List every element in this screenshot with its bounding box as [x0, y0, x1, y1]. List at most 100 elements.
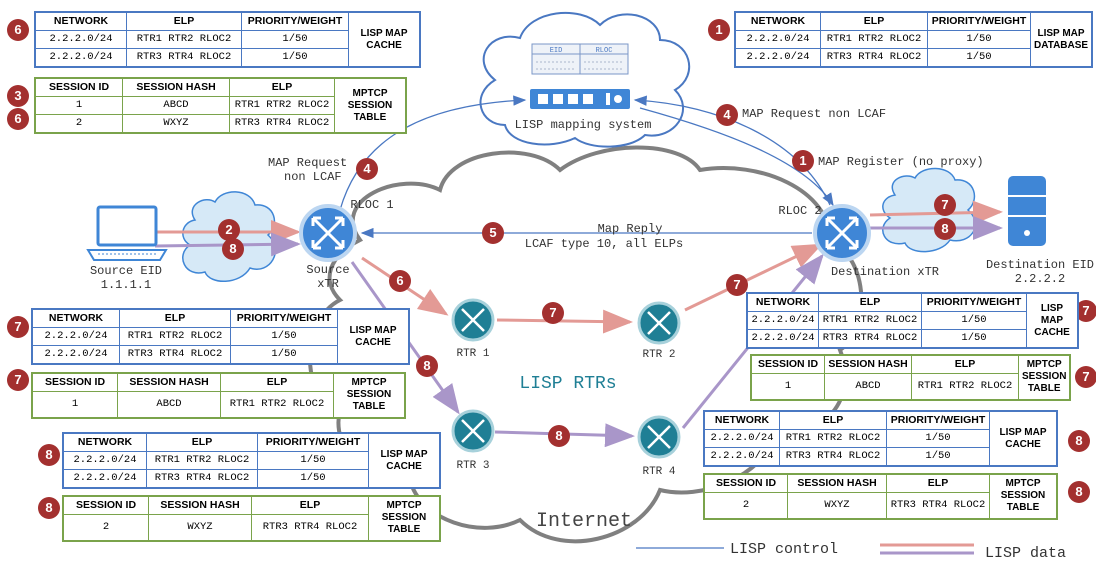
cell: 1/50 — [921, 311, 1027, 330]
step-badge: 7 — [1075, 300, 1096, 322]
internet-label: Internet — [536, 510, 632, 533]
col-header: PRIORITY/WEIGHT — [241, 11, 349, 31]
cell: 2.2.2.0/24 — [31, 327, 120, 346]
col-header: SESSION HASH — [122, 77, 230, 97]
cell: 2.2.2.0/24 — [34, 30, 127, 49]
cell: 2.2.2.0/24 — [703, 429, 780, 448]
cell: 1/50 — [241, 30, 349, 49]
cell: 1/50 — [257, 451, 369, 470]
cell: 1/50 — [921, 329, 1027, 349]
lisp-map-database-table: NETWORK ELP PRIORITY/WEIGHT LISP MAP DAT… — [734, 11, 1094, 68]
rtr3-label: RTR 3 — [456, 460, 489, 472]
map-register-line — [639, 107, 834, 207]
col-header: ELP — [220, 372, 334, 392]
cell: 1 — [34, 96, 123, 115]
col-header: PRIORITY/WEIGHT — [230, 308, 338, 328]
step-badge: 6 — [7, 108, 29, 130]
mapping-database-table: EID RLOC — [531, 43, 629, 75]
rtr1-to-rtr2-red — [496, 309, 633, 334]
cell: 1/50 — [257, 469, 369, 489]
col-header: NETWORK — [703, 410, 780, 430]
lisp-map-cache-table: NETWORK ELP PRIORITY/WEIGHT LISP MAP CAC… — [62, 432, 441, 489]
map-request-left-label-2: non LCAF — [284, 170, 342, 184]
cell: RTR1 RTR2 RLOC2 — [820, 30, 928, 49]
step-badge: 8 — [38, 444, 60, 466]
cell: 2.2.2.0/24 — [703, 447, 780, 467]
col-header: PRIORITY/WEIGHT — [921, 292, 1027, 312]
destination-site-cloud — [882, 167, 977, 253]
lisp-map-cache-table: NETWORK ELP PRIORITY/WEIGHT LISP MAP CAC… — [31, 308, 410, 365]
col-header: PRIORITY/WEIGHT — [886, 410, 990, 430]
col-header: ELP — [911, 354, 1019, 374]
cell: RTR3 RTR4 RLOC2 — [126, 48, 242, 68]
cell: 1/50 — [927, 48, 1031, 68]
cell: 2.2.2.0/24 — [31, 345, 120, 365]
table-title: LISP MAP CACHE — [348, 11, 421, 68]
col-header: NETWORK — [31, 308, 120, 328]
cell: WXYZ — [122, 114, 230, 134]
cell: 2.2.2.0/24 — [734, 48, 821, 68]
col-header: ELP — [126, 11, 242, 31]
cell: RTR1 RTR2 RLOC2 — [146, 451, 258, 470]
rtr2-router-icon — [637, 301, 681, 345]
cell: 1/50 — [241, 48, 349, 68]
cell: 2.2.2.0/24 — [746, 311, 819, 330]
cell: RTR1 RTR2 RLOC2 — [818, 311, 922, 330]
col-header: ELP — [818, 292, 922, 312]
table-title: MPTCP SESSION TABLE — [334, 77, 407, 134]
cell: RTR3 RTR4 RLOC2 — [886, 492, 990, 519]
step-badge: 7 — [7, 369, 29, 391]
cell: RTR3 RTR4 RLOC2 — [251, 514, 369, 541]
step-badge: 7 — [934, 194, 956, 216]
mapping-system-label: LISP mapping system — [515, 118, 652, 132]
legend-data-label: LISP data — [985, 545, 1066, 561]
laptop-icon — [86, 205, 168, 261]
cell: ABCD — [122, 96, 230, 115]
step-badge: 8 — [38, 497, 60, 519]
cell: RTR1 RTR2 RLOC2 — [119, 327, 231, 346]
rtr4-label: RTR 4 — [642, 466, 675, 478]
col-header: SESSION HASH — [148, 495, 252, 515]
col-header: ELP — [229, 77, 335, 97]
step-badge: 7 — [1075, 366, 1096, 388]
step-badge: 7 — [726, 274, 748, 296]
lisp-rtrs-label: LISP RTRs — [519, 374, 616, 394]
col-header: SESSION ID — [750, 354, 825, 374]
col-header: SESSION ID — [31, 372, 118, 392]
map-reply-label-2: LCAF type 10, all ELPs — [525, 237, 683, 251]
col-header: SESSION HASH — [117, 372, 221, 392]
server-icon — [1008, 176, 1046, 246]
step-badge: 3 — [7, 85, 29, 107]
col-header: ELP — [886, 473, 990, 493]
col-header: PRIORITY/WEIGHT — [257, 432, 369, 452]
cell: RTR1 RTR2 RLOC2 — [126, 30, 242, 49]
rloc2-label: RLOC 2 — [778, 204, 821, 218]
cell: 2.2.2.0/24 — [746, 329, 819, 349]
cell: RTR3 RTR4 RLOC2 — [818, 329, 922, 349]
cell: RTR3 RTR4 RLOC2 — [229, 114, 335, 134]
map-reply-label-1: Map Reply — [598, 222, 663, 236]
cell: RTR1 RTR2 RLOC2 — [229, 96, 335, 115]
mptcp-session-table: SESSION ID SESSION HASH ELP MPTCP SESSIO… — [34, 77, 407, 134]
lisp-map-cache-table: NETWORK ELP PRIORITY/WEIGHT LISP MAP CAC… — [34, 11, 421, 68]
cell: 2.2.2.0/24 — [34, 48, 127, 68]
lisp-map-cache-table: NETWORK ELP PRIORITY/WEIGHT LISP MAP CAC… — [703, 410, 1058, 467]
map-request-right-line — [633, 95, 831, 206]
destination-eid-address: 2.2.2.2 — [1015, 272, 1065, 286]
cell: WXYZ — [787, 492, 887, 519]
destination-xtr-label: Destination xTR — [831, 265, 939, 279]
cell: RTR3 RTR4 RLOC2 — [779, 447, 887, 467]
lisp-map-cache-table: NETWORK ELP PRIORITY/WEIGHT LISP MAP CAC… — [746, 292, 1079, 349]
